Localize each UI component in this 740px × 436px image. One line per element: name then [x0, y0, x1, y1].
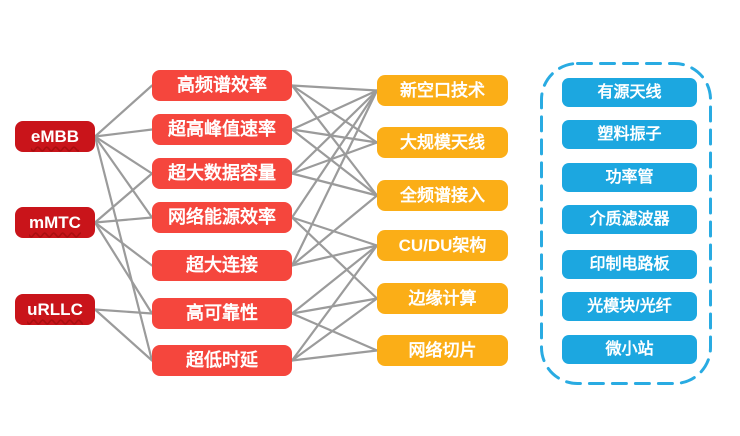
technology-label: 新空口技术	[400, 81, 485, 100]
connector-line-6	[93, 172, 154, 224]
connector-line-12	[290, 84, 379, 92]
scenario-label: uRLLC	[27, 300, 83, 319]
connector-line-21	[290, 89, 379, 219]
scenario-label: eMBB	[30, 127, 80, 146]
component-label: 介质滤波器	[589, 211, 670, 228]
component-label: 微小站	[605, 341, 654, 358]
connector-line-11	[93, 308, 154, 362]
component-node-5: 印制电路板	[562, 250, 697, 279]
component-node-1: 有源天线	[562, 78, 697, 107]
connector-line-23	[290, 216, 379, 300]
connector-line-32	[290, 349, 379, 362]
component-node-6: 光模块/光纤	[562, 292, 697, 321]
connector-line-30	[290, 244, 379, 362]
technology-node-6: 网络切片	[377, 335, 508, 366]
connector-line-27	[290, 244, 379, 315]
connector-line-7	[93, 216, 154, 224]
connector-line-24	[290, 89, 379, 267]
connector-line-9	[93, 221, 154, 315]
component-node-3: 功率管	[562, 163, 697, 192]
feature-node-3: 超大数据容量	[152, 158, 292, 189]
technology-node-1: 新空口技术	[377, 75, 508, 106]
connector-line-17	[290, 128, 379, 197]
component-label: 印制电路板	[589, 256, 670, 273]
scenario-label: mMTC	[29, 213, 81, 232]
feature-node-2: 超高峰值速率	[152, 114, 292, 145]
connector-line-1	[93, 84, 154, 138]
component-label: 光模块/光纤	[587, 298, 672, 315]
feature-label: 高可靠性	[186, 303, 258, 323]
technology-label: CU/DU架构	[398, 236, 487, 255]
component-node-7: 微小站	[562, 335, 697, 364]
technology-label: 网络切片	[408, 341, 477, 360]
connector-line-13	[290, 84, 379, 144]
connector-line-19	[290, 141, 379, 175]
connector-line-25	[290, 194, 379, 267]
feature-label: 网络能源效率	[168, 207, 276, 227]
component-node-4: 介质滤波器	[562, 205, 697, 234]
technology-label: 边缘计算	[408, 289, 477, 308]
component-group-dashed-border	[540, 62, 712, 385]
component-label: 塑料振子	[597, 126, 662, 143]
technology-node-3: 全频谱接入	[377, 180, 508, 211]
component-label: 功率管	[605, 169, 654, 186]
technology-node-4: CU/DU架构	[377, 230, 508, 261]
feature-label: 超大连接	[186, 255, 258, 275]
technology-label: 大规模天线	[400, 133, 485, 152]
connector-line-16	[290, 128, 379, 144]
connector-line-28	[290, 297, 379, 315]
connector-line-20	[290, 172, 379, 197]
technology-label: 全频谱接入	[400, 186, 485, 205]
feature-node-7: 超低时延	[152, 345, 292, 376]
scenario-node-3: uRLLC	[15, 294, 95, 325]
feature-label: 超高峰值速率	[168, 119, 276, 139]
connector-line-14	[290, 84, 379, 197]
component-node-2: 塑料振子	[562, 120, 697, 149]
technology-node-5: 边缘计算	[377, 283, 508, 314]
technology-node-2: 大规模天线	[377, 127, 508, 158]
connector-line-18	[290, 89, 379, 175]
feature-node-6: 高可靠性	[152, 298, 292, 329]
feature-node-4: 网络能源效率	[152, 202, 292, 233]
connector-line-26	[290, 244, 379, 267]
feature-node-5: 超大连接	[152, 250, 292, 281]
scenario-node-2: mMTC	[15, 207, 95, 238]
connector-line-5	[93, 135, 154, 362]
feature-label: 高频谱效率	[177, 75, 267, 95]
connector-line-8	[93, 221, 154, 267]
scenario-node-1: eMBB	[15, 121, 95, 152]
feature-node-1: 高频谱效率	[152, 70, 292, 101]
connector-line-4	[93, 135, 154, 219]
connector-line-10	[93, 308, 154, 315]
connector-line-2	[93, 128, 154, 138]
connector-line-31	[290, 297, 379, 362]
component-label: 有源天线	[597, 84, 662, 101]
connector-line-15	[290, 89, 379, 131]
connector-line-29	[290, 312, 379, 352]
connector-line-3	[93, 135, 154, 175]
feature-label: 超低时延	[186, 350, 258, 370]
feature-label: 超大数据容量	[168, 163, 276, 183]
